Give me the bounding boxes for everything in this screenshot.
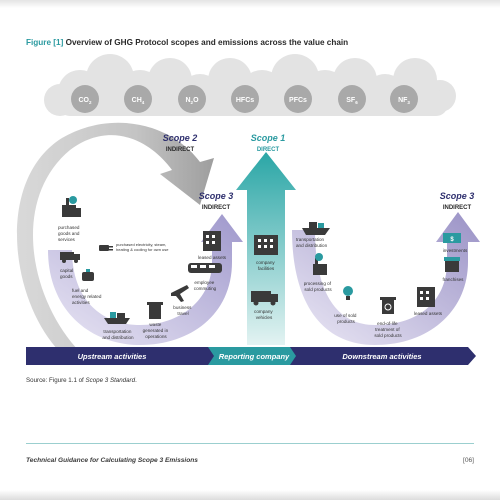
source-prefix: Source: Figure 1.1 of: [26, 377, 86, 384]
label-company-vehicles: company vehicles: [254, 309, 274, 320]
scope2-subtitle: INDIRECT: [166, 147, 195, 153]
label-fuel-energy: fuel and energy related activities: [72, 288, 103, 305]
building-icon: [203, 231, 221, 251]
leased-building-icon: [417, 287, 435, 307]
gas-label: PFCs: [289, 97, 307, 104]
scope3-upstream-title: Scope 3: [199, 191, 234, 201]
source-suffix: .: [135, 377, 137, 384]
gas-bubble-sf6: SF6: [338, 85, 366, 113]
label-employee-commuting: employee commuting: [194, 280, 217, 291]
label-purchased-electricity: purchased electricity, steam, heating & …: [116, 242, 169, 252]
waste-bin-icon: [147, 302, 163, 319]
label-company-facilities: company facilities: [256, 260, 276, 271]
gas-label: SF6: [346, 97, 358, 105]
gas-bubble-n2o: N2O: [178, 85, 206, 113]
label-franchises: franchises: [443, 277, 465, 282]
scope3-upstream-subtitle: INDIRECT: [202, 205, 231, 211]
page-top-shadow: [0, 0, 500, 8]
upstream-band-label: Upstream activities: [78, 352, 147, 361]
airplane-icon: [171, 285, 189, 302]
label-transport-downstream: transportation and distribution: [296, 237, 328, 248]
light-bulb-icon: [343, 286, 353, 300]
scope2-title: Scope 2: [163, 133, 198, 143]
delivery-truck-icon: [251, 291, 278, 306]
figure-title-text: Overview of GHG Protocol scopes and emis…: [65, 38, 349, 47]
label-investments: investments: [443, 248, 468, 253]
label-end-of-life: end-of-life treatment of sold products: [374, 321, 402, 338]
processing-factory-icon: [313, 258, 327, 275]
reporting-band-label: Reporting company: [219, 352, 290, 361]
gas-bubble-ch4: CH4: [124, 85, 152, 113]
banknote-icon: $: [443, 233, 461, 243]
scope3-downstream-title: Scope 3: [440, 191, 475, 201]
plug-icon: [99, 245, 113, 251]
factory-smoke-icon: [69, 196, 77, 204]
cargo-ship-icon: [302, 222, 330, 235]
label-use-sold-products: use of sold products: [334, 313, 358, 324]
train-icon: [188, 263, 222, 273]
label-purchased-goods: purchased goods and services: [58, 225, 81, 242]
label-leased-assets-upstream: leased assets: [198, 255, 227, 260]
scope3-downstream-arrow: [292, 212, 480, 345]
label-transport-upstream: transportation and distribution: [102, 329, 134, 340]
scope1-subtitle: DIRECT: [257, 147, 280, 153]
reporting-band: [208, 347, 302, 365]
figure-label: Figure [1]: [26, 38, 64, 47]
footer-document-title: Technical Guidance for Calculating Scope…: [26, 457, 198, 464]
scope1-title: Scope 1: [251, 133, 286, 143]
gas-bubble-nf3: NF3: [390, 85, 418, 113]
gas-label: NF3: [398, 97, 410, 105]
factory-icon: [62, 198, 81, 217]
gas-label: N2O: [185, 97, 199, 105]
label-business-travel: business travel: [173, 305, 192, 316]
truck-icon: [60, 252, 80, 263]
label-leased-assets-downstream: leased assets: [414, 311, 443, 316]
svg-text:$: $: [450, 237, 454, 243]
source-note: Source: Figure 1.1 of Scope 3 Standard.: [26, 377, 137, 384]
gas-label: CO2: [78, 97, 92, 105]
gas-bubble-hfcs: HFCs: [231, 85, 259, 113]
scope3-downstream-subtitle: INDIRECT: [443, 205, 472, 211]
storefront-icon: [444, 257, 460, 272]
label-waste: waste generated in operations: [143, 322, 170, 339]
downstream-band: [290, 347, 476, 365]
processing-smoke-icon: [315, 253, 323, 261]
source-document: Scope 3 Standard: [85, 377, 136, 384]
figure-title: Figure [1] Overview of GHG Protocol scop…: [26, 38, 348, 47]
gas-bubble-pfcs: PFCs: [284, 85, 312, 113]
gas-label: HFCs: [236, 97, 254, 104]
ship-icon: [104, 312, 130, 324]
office-building-icon: [254, 235, 278, 255]
gas-label: CH4: [132, 97, 145, 105]
fuel-tank-icon: [82, 269, 94, 281]
footer-divider: [26, 443, 474, 444]
recycle-bin-icon: [380, 297, 396, 314]
label-processing: processing of sold products: [304, 281, 333, 292]
downstream-band-label: Downstream activities: [342, 352, 421, 361]
scope3-upstream-arrow: [48, 214, 243, 345]
footer-page-number: [06]: [463, 457, 474, 464]
page-bottom-shadow: [0, 490, 500, 500]
upstream-band: [26, 347, 220, 365]
label-capital-goods: capital goods: [60, 268, 75, 279]
gas-bubble-co2: CO2: [71, 85, 99, 113]
